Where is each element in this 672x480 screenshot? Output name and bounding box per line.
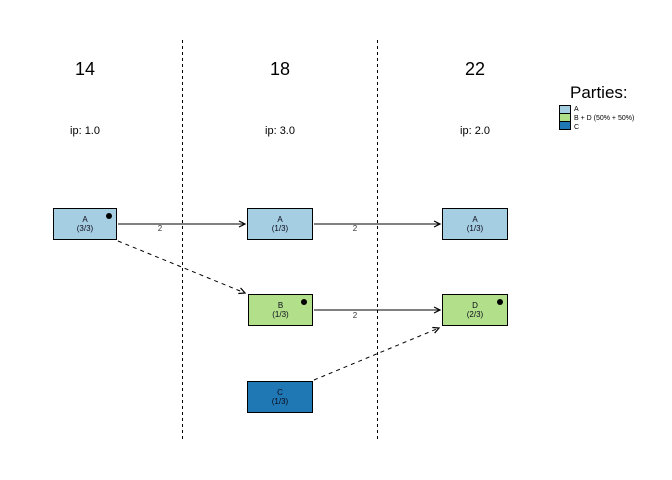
marker-dot-icon — [497, 299, 503, 305]
node-A1-label: A — [82, 215, 88, 224]
legend-item-A: A — [574, 106, 579, 113]
edge-label-A2-A3: 2 — [352, 224, 358, 233]
node-A1-value: (3/3) — [76, 224, 94, 233]
legend-title: Parties: — [570, 83, 628, 102]
legend-swatch-C — [559, 121, 571, 130]
edge-C-D-dashed — [313, 326, 441, 381]
edge-label-A1-A2: 2 — [157, 224, 163, 233]
column-2-ip-label: ip: 3.0 — [265, 125, 295, 137]
node-A3: A (1/3) — [442, 208, 508, 240]
node-C-label: C — [277, 388, 283, 397]
column-3-time-label: 22 — [464, 59, 486, 79]
column-1-ip-label: ip: 1.0 — [70, 125, 100, 137]
node-A3-label: A — [472, 215, 478, 224]
node-A2-label: A — [277, 215, 283, 224]
edge-label-B-D: 2 — [352, 311, 358, 320]
marker-dot-icon — [301, 299, 307, 305]
node-D: D (2/3) — [442, 294, 508, 326]
node-C-value: (1/3) — [271, 397, 289, 406]
node-A2-value: (1/3) — [271, 224, 289, 233]
node-B-value: (1/3) — [272, 310, 289, 319]
column-3-ip-label: ip: 2.0 — [460, 125, 490, 137]
node-A3-value: (1/3) — [466, 224, 484, 233]
marker-dot-icon — [106, 213, 112, 219]
legend-swatches — [559, 105, 571, 130]
node-B-label: B — [277, 301, 284, 310]
column-1-time-label: 14 — [74, 59, 96, 79]
legend-item-C: C — [574, 124, 580, 131]
edge-A1-B-dashed — [117, 240, 247, 295]
node-D-value: (2/3) — [466, 310, 484, 319]
node-D-label: D — [472, 301, 478, 310]
node-A2: A (1/3) — [247, 208, 313, 240]
legend-item-BD: B + D (50% + 50%) — [574, 115, 635, 122]
node-B: B (1/3) — [248, 294, 313, 326]
column-2-time-label: 18 — [269, 59, 291, 79]
node-A1: A (3/3) — [53, 208, 117, 240]
node-C: C (1/3) — [247, 381, 313, 413]
